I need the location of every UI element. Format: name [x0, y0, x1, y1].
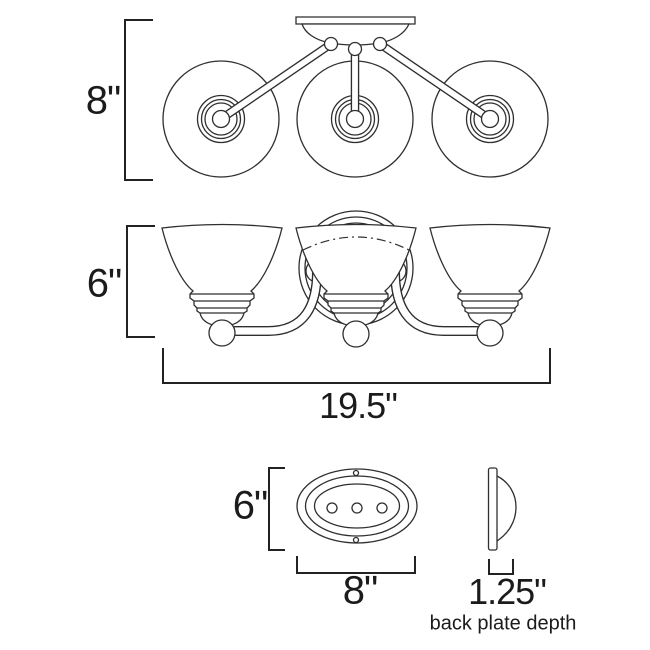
fixture-arms-top — [218, 40, 493, 123]
backplate-dome-profile — [496, 475, 517, 542]
ball-finial-middle — [342, 320, 370, 348]
dimension-bracket-overall-width — [162, 348, 551, 384]
dimension-label-shade-height: 6" — [86, 261, 122, 306]
socket-center-right — [480, 109, 500, 129]
dimension-label-backplate-depth: 1.25" — [468, 571, 547, 612]
backplate-depth-caption: back plate depth — [429, 612, 577, 635]
dimension-bracket-shade-height — [126, 225, 155, 338]
front-elevation-view — [161, 210, 551, 348]
bell-shade-left — [161, 223, 283, 326]
screw-hole-middle — [351, 502, 363, 514]
hidden-edge-arc — [302, 236, 410, 251]
screw-top — [352, 469, 360, 477]
dimension-bracket-backplate-depth — [488, 559, 514, 575]
socket-center-left — [211, 109, 231, 129]
ball-finial-right — [476, 319, 504, 347]
backplate-side-view — [487, 467, 517, 551]
socket-center-middle — [345, 109, 365, 129]
dimension-label-backplate-height: 6" — [232, 483, 268, 528]
dimension-bracket-top-height — [124, 19, 153, 181]
fixture-arms-front — [233, 270, 479, 336]
screw-hole-left — [326, 502, 338, 514]
dimension-bracket-backplate-width — [296, 556, 416, 574]
dimension-label-overall-width: 19.5" — [319, 385, 398, 426]
bell-shade-right — [429, 223, 551, 326]
dimension-bracket-backplate-height — [268, 467, 285, 551]
canopy — [295, 16, 416, 57]
dimension-label-top-height: 8" — [85, 78, 121, 123]
dimension-label-backplate-width: 8" — [342, 568, 378, 613]
backplate-front-view — [296, 468, 418, 544]
top-plan-view — [162, 16, 549, 178]
screw-hole-right — [376, 502, 388, 514]
ball-finial-left — [208, 319, 236, 347]
bell-shade-middle — [295, 223, 417, 326]
screw-bottom — [352, 536, 360, 544]
